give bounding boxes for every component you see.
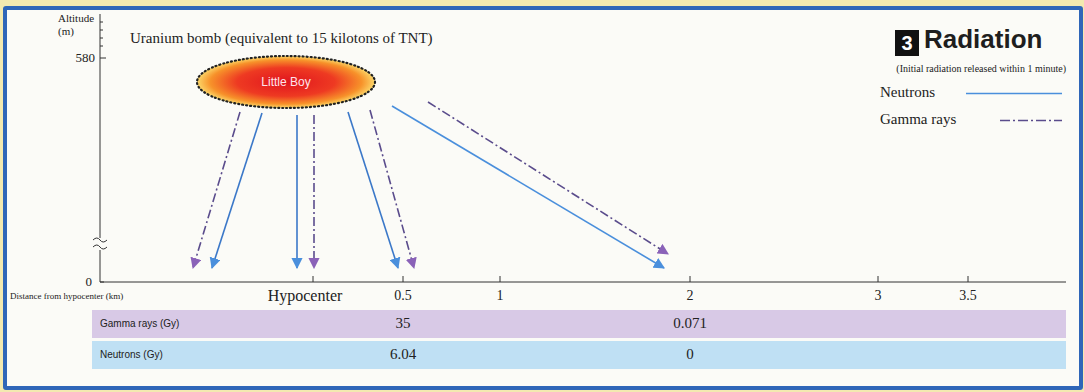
legend-label: Neutrons (880, 84, 935, 101)
subtitle-note: (Initial radiation released within 1 min… (896, 63, 1066, 74)
tick-label: 3 (875, 288, 882, 304)
dose-value: 35 (396, 315, 411, 332)
axis-title: Distance from hypocenter (km) (10, 291, 123, 301)
tick-label: 2 (687, 288, 694, 304)
legend-line-sample (966, 93, 1062, 95)
row-heading: Gamma rays (Gy) (100, 318, 179, 329)
dose-value: 6.04 (390, 346, 416, 363)
section-number-box: 3 (895, 30, 919, 56)
neutron-dose-row: Neutrons (Gy) 6.04 0 (92, 341, 1066, 369)
bomb-description: Uranium bomb (equivalent to 15 kilotons … (130, 30, 433, 47)
altitude-axis (93, 14, 107, 282)
row-heading: Neutrons (Gy) (100, 349, 163, 360)
axis-value: 580 (76, 50, 96, 66)
legend-label: Gamma rays (880, 111, 956, 128)
legend-line-sample (1000, 120, 1062, 122)
tick-label: 3.5 (959, 288, 977, 304)
tick-label: 1 (497, 288, 504, 304)
tick-label: 0.5 (394, 288, 412, 304)
dose-value: 0.071 (673, 315, 707, 332)
radiation-arrows (193, 102, 668, 268)
section-number: 3 (901, 32, 912, 55)
legend-samples (966, 94, 1062, 121)
distance-axis (100, 276, 1066, 282)
hypocenter-label: Hypocenter (268, 287, 343, 305)
dose-value: 0 (686, 346, 694, 363)
bomb-name: Little Boy (261, 75, 310, 89)
axis-title: Altitude (m) (58, 12, 102, 37)
title: Radiation (924, 24, 1042, 55)
gamma-dose-row: Gamma rays (Gy) 35 0.071 (92, 310, 1066, 338)
bomb-ellipse: Little Boy (195, 54, 377, 110)
axis-value: 0 (86, 274, 93, 290)
